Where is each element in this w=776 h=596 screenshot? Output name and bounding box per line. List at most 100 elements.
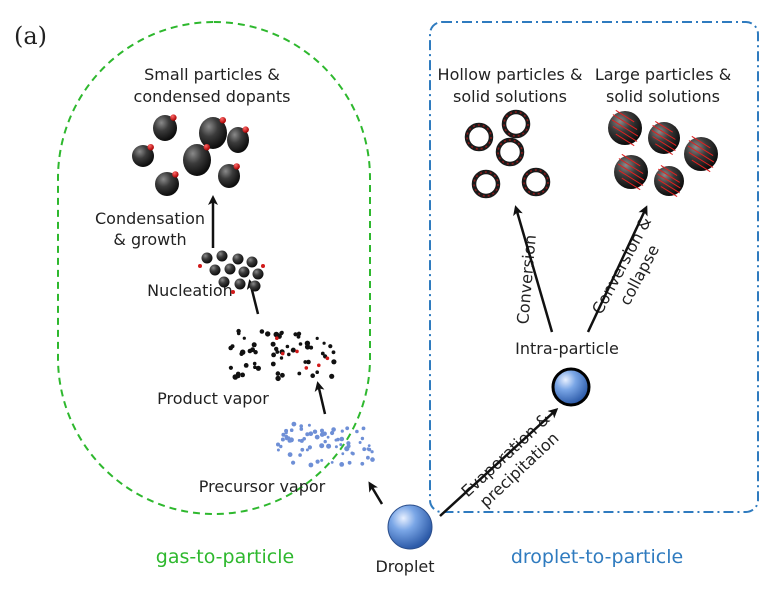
vapor-molecule — [251, 342, 257, 348]
large-particle-stripe — [691, 159, 711, 173]
arrow-precursor-to-product — [314, 381, 327, 415]
vapor-molecule — [297, 371, 302, 376]
large-particle-stripe — [621, 153, 641, 167]
large-particle-stripe — [658, 168, 680, 183]
hollow-particle-stripe — [523, 169, 549, 195]
precursor-molecule — [366, 455, 370, 460]
precursor-molecule — [284, 431, 288, 435]
vapor-molecule — [296, 331, 302, 336]
precursor-molecule — [360, 436, 365, 441]
large-particle-stripe — [687, 145, 715, 163]
dopant-dot — [203, 144, 210, 151]
precursor-molecule — [358, 441, 362, 444]
nucleus-particle — [224, 263, 236, 275]
precursor-molecule — [330, 430, 335, 436]
droplet-sphere — [387, 504, 433, 550]
precursor-molecule — [319, 443, 325, 449]
vapor-molecule — [296, 334, 301, 339]
vapor-molecule — [310, 373, 316, 379]
arrow-droplet-to-intra — [439, 407, 559, 517]
evaporation-label: Evaporation & precipitation — [457, 409, 562, 511]
vapor-molecule — [331, 350, 336, 355]
large-particle-stripe — [657, 173, 681, 189]
vapor-molecule — [270, 341, 276, 347]
dopant-dot — [170, 114, 177, 121]
vapor-molecule — [315, 336, 319, 340]
vapor-molecule — [328, 344, 333, 349]
precursor-molecule — [326, 435, 330, 439]
large-particle-stripe — [612, 125, 638, 142]
vapor-molecule — [242, 336, 246, 340]
intra-particle-label: Intra-particle — [515, 339, 619, 358]
large-particles-label-2: solid solutions — [606, 87, 720, 106]
nucleus-particle — [218, 276, 230, 288]
vapor-molecule — [275, 371, 281, 376]
precursor-molecule — [320, 428, 324, 433]
small-particles-cluster — [132, 114, 249, 196]
precursor-molecule — [330, 461, 334, 464]
vapor-molecule — [240, 372, 246, 378]
vapor-molecule — [239, 351, 244, 356]
precursor-molecule — [279, 444, 283, 449]
precursor-molecule — [370, 450, 374, 454]
precursor-molecule — [350, 451, 354, 455]
large-particle-stripe — [621, 177, 641, 191]
precursor-molecule — [299, 424, 304, 428]
small-particle — [199, 117, 227, 149]
small-particle — [132, 145, 154, 167]
intra-particle-sphere — [551, 367, 591, 407]
precursor-molecule — [326, 443, 332, 449]
nucleus-dopant — [198, 264, 202, 268]
precursor-molecule — [276, 448, 280, 452]
hollow-particles-label-1: Hollow particles & — [438, 65, 583, 84]
dopant-dot — [172, 171, 179, 178]
nucleus-dopant — [231, 290, 235, 294]
nucleation-cluster — [198, 250, 265, 294]
precursor-molecule — [299, 427, 304, 431]
vapor-molecule — [293, 332, 298, 337]
large-particle-stripe — [660, 164, 678, 177]
condensation-label-1: Condensation — [95, 209, 205, 228]
precursor-molecule — [355, 429, 359, 434]
precursor-molecule — [323, 439, 327, 444]
dopant-dot — [233, 163, 240, 170]
precursor-molecule — [360, 461, 365, 466]
droplet-to-particle-region — [429, 21, 759, 513]
hollow-particle-stripe — [466, 124, 492, 150]
precursor-molecule — [300, 447, 305, 452]
droplet-label: Droplet — [375, 557, 434, 576]
nucleus-particle — [209, 264, 221, 276]
vapor-dopant — [295, 349, 299, 354]
vapor-molecule — [271, 352, 276, 358]
large-particles-cluster — [608, 109, 718, 198]
vapor-molecule — [265, 331, 271, 337]
arrow-intra-to-large — [586, 205, 648, 333]
precursor-molecule — [370, 457, 375, 462]
precursor-molecule — [331, 427, 336, 432]
nucleus-dopant — [261, 264, 265, 268]
large-particle-stripe — [658, 179, 680, 194]
precursor-molecule — [307, 445, 312, 450]
large-particle-stripe — [652, 136, 676, 152]
precursor-molecule — [298, 453, 302, 457]
vapor-molecule — [275, 375, 281, 382]
large-particle-stripe — [615, 109, 635, 123]
precursor-vapor-cluster — [276, 421, 375, 468]
large-particle-stripe — [611, 119, 639, 137]
precursor-molecule — [281, 432, 286, 437]
large-particle-stripe — [612, 114, 638, 131]
precursor-molecule — [315, 459, 320, 464]
nucleus-particle — [238, 266, 250, 278]
hollow-particle-stripe — [503, 111, 529, 137]
vapor-molecule — [236, 331, 241, 336]
large-particle-stripe — [615, 133, 635, 147]
precursor-molecule — [312, 429, 318, 434]
vapor-molecule — [298, 342, 303, 346]
vapor-dopant — [280, 351, 285, 356]
nucleus-particle — [234, 278, 246, 290]
droplet-to-particle-label: droplet-to-particle — [511, 546, 683, 568]
conversion-collapse-label: Conversion & collapse — [588, 214, 663, 318]
small-particle — [153, 115, 177, 141]
precursor-molecule — [291, 421, 297, 427]
condensation-label-2: & growth — [113, 230, 186, 249]
